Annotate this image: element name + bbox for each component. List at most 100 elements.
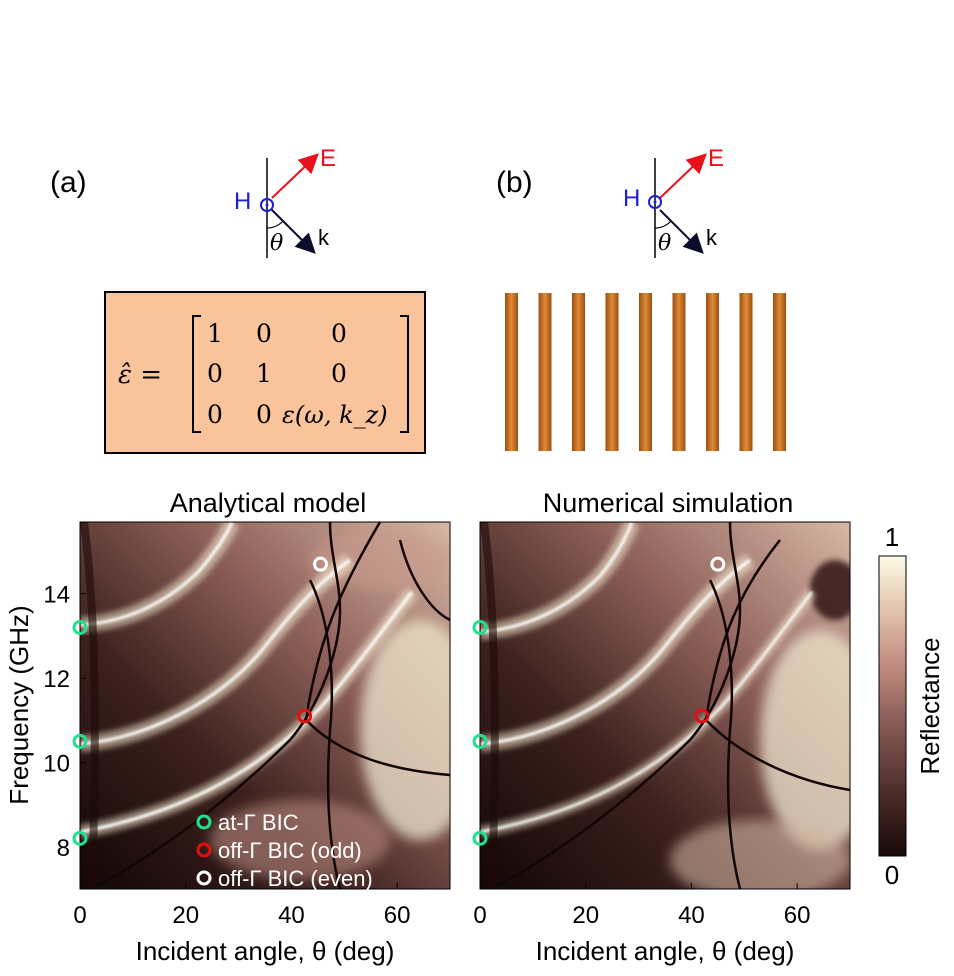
e-label: E [320, 145, 336, 172]
colorbar-label: Reflectance [915, 637, 945, 774]
colorbar-gradient [878, 555, 907, 857]
bic-marker [710, 556, 726, 572]
zero-reflection-curve [489, 522, 742, 889]
zero-reflection-curve [398, 539, 450, 622]
y-tick-label: 10 [43, 750, 70, 777]
x-axis-label: Incident angle, θ (deg) [136, 936, 395, 966]
bic-marker [297, 708, 313, 724]
legend-label-at-gamma: at-Γ BIC [218, 810, 299, 835]
panel-label-a: (a) [50, 166, 87, 199]
wire [739, 293, 753, 451]
legend-marker-off-gamma-even [196, 870, 212, 886]
right-bracket [400, 315, 409, 433]
bic-marker [313, 556, 328, 572]
h-field-circle [260, 198, 274, 212]
chart-title-numerical: Numerical simulation [543, 488, 794, 518]
k-label: k [318, 225, 330, 250]
resonance-band [480, 558, 751, 746]
left-bracket [192, 315, 201, 433]
wire [538, 293, 552, 451]
zero-reflection-curve [304, 522, 382, 721]
matrix-cell-11: 1 [207, 319, 223, 348]
legend-marker-off-gamma-odd [196, 842, 212, 858]
legend: at-Γ BIC off-Γ BIC (odd) off-Γ BIC (even… [196, 810, 373, 891]
x-tick-label: 40 [278, 902, 305, 929]
resonance-band [80, 558, 351, 746]
panel-label-b: (b) [496, 166, 533, 199]
e-field-arrow [659, 153, 707, 199]
theta-arc [654, 220, 672, 229]
heatmap-glow [360, 620, 450, 840]
wire [605, 293, 619, 451]
legend-label-off-gamma-odd: off-Γ BIC (odd) [218, 838, 362, 863]
wire [706, 293, 719, 451]
axes-frame-b [479, 521, 851, 890]
h-field-dot [653, 200, 657, 204]
resonance-band [80, 522, 234, 627]
y-tick-label: 14 [43, 582, 70, 609]
legend-marker-at-gamma [196, 814, 212, 830]
x-tick-label: 60 [784, 902, 811, 929]
bic-marker [694, 708, 710, 724]
heatmap-analytical [80, 522, 450, 889]
h-label: H [623, 185, 640, 212]
wire [639, 293, 652, 451]
permittivity-matrix-box: ε̂ = 1 0 0 0 1 0 0 0 ε(ω, k_z) [104, 291, 426, 454]
matrix-cell-31: 0 [207, 400, 223, 429]
matrix-cell-22: 1 [256, 359, 272, 388]
heatmap-glow [210, 800, 390, 880]
k-vector-arrow [659, 209, 704, 254]
zero-reflection-curve [480, 522, 499, 889]
h-field-circle [648, 195, 662, 209]
x-axis-label: Incident angle, θ (deg) [536, 936, 795, 966]
y-tick-label: 8 [57, 835, 70, 862]
matrix-cell-32: 0 [256, 400, 272, 429]
matrix-lhs: ε̂ = [118, 360, 162, 390]
bic-marker [72, 830, 88, 846]
polarization-diagram-b: E H k θ [623, 145, 724, 258]
polarization-diagram-a: E H k θ [234, 145, 336, 258]
wire [572, 293, 585, 451]
bic-marker [472, 830, 488, 846]
matrix-cell-13: 0 [331, 319, 347, 348]
wire [672, 293, 686, 451]
zero-reflection-curve [80, 522, 99, 889]
heatmap-numerical [480, 522, 850, 889]
matrix-cell-23: 0 [331, 359, 347, 388]
k-label: k [706, 225, 718, 250]
zero-reflection-curve [305, 719, 450, 777]
zero-reflection-curve [89, 522, 342, 889]
colorbar-min-label: 0 [885, 860, 899, 890]
matrix-cell-33: ε(ω, k_z) [282, 401, 388, 429]
x-tick-label: 0 [473, 902, 486, 929]
x-tick-label: 20 [172, 902, 199, 929]
wire-array [505, 293, 786, 451]
heatmap-dark-spot [810, 560, 850, 620]
matrix-box-background [104, 291, 426, 454]
heatmap-glow [310, 530, 450, 590]
wire [505, 293, 518, 451]
heatmap-glow [670, 820, 850, 889]
zero-reflection-curve [308, 579, 342, 889]
axes-frame-a [79, 521, 451, 890]
legend-label-off-gamma-even: off-Γ BIC (even) [218, 866, 373, 891]
e-field-arrow [271, 153, 319, 199]
k-vector-arrow [271, 209, 316, 254]
x-tick-label: 40 [678, 902, 705, 929]
e-label: E [708, 145, 724, 172]
matrix-cell-12: 0 [256, 319, 272, 348]
bic-marker [72, 733, 88, 749]
h-label: H [234, 188, 251, 215]
zero-reflection-curve [704, 539, 781, 721]
theta-label: θ [270, 231, 283, 256]
resonance-band [480, 522, 634, 634]
chart-title-analytical: Analytical model [170, 488, 367, 518]
x-tick-label: 0 [73, 902, 86, 929]
zero-reflection-curve [705, 719, 850, 792]
theta-label: θ [658, 231, 671, 256]
y-tick-label: 12 [43, 666, 70, 693]
colorbar: 1 0 Reflectance [878, 522, 945, 890]
